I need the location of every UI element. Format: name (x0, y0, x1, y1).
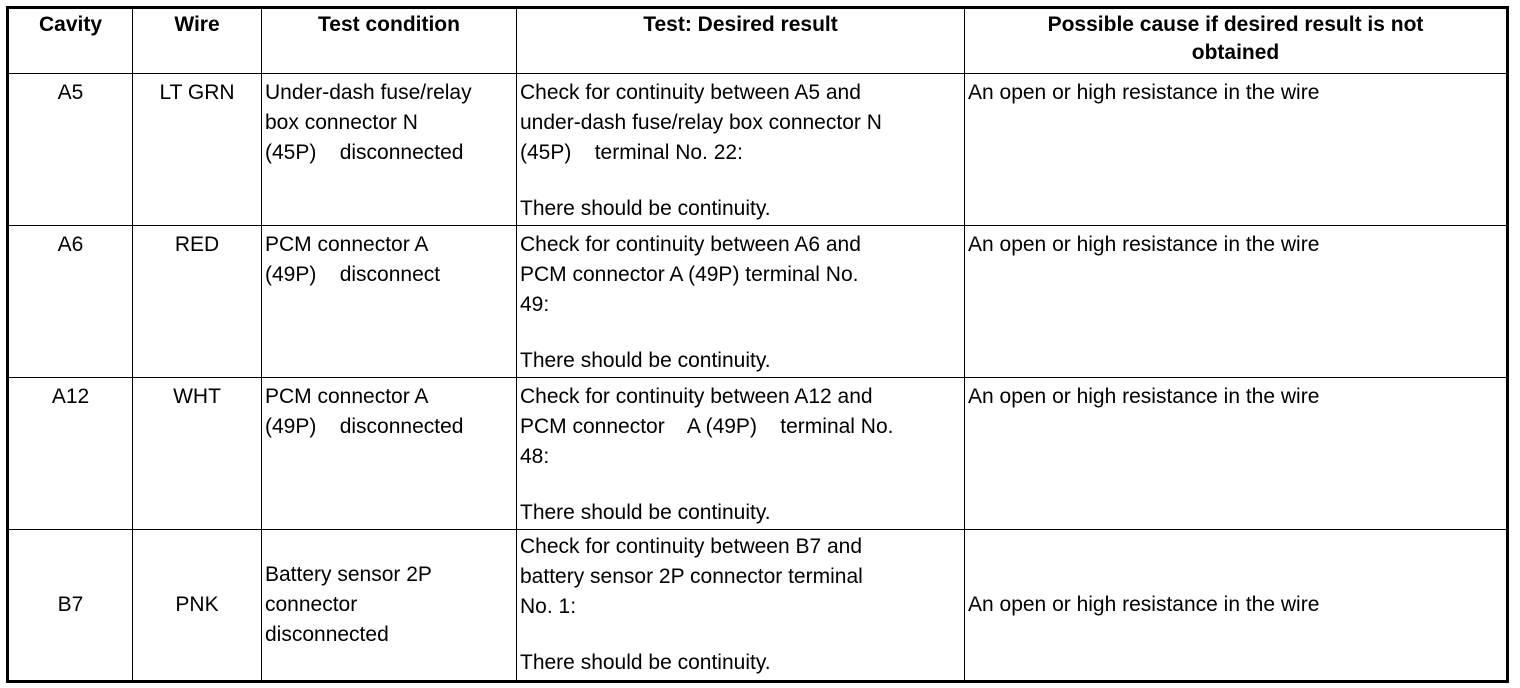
condition-line: PCM connector A (265, 385, 429, 408)
table-row: B7 PNK Battery sensor 2P connector disco… (7, 529, 1508, 682)
condition-line: connector (265, 593, 358, 616)
cavity-cell: A5 (7, 73, 133, 226)
result-cell: Check for continuity between A12 and PCM… (516, 377, 965, 530)
header-cause-line2: obtained (1191, 41, 1280, 64)
condition-line: Under-dash fuse/relay (265, 81, 472, 104)
result-note: There should be continuity. (520, 349, 771, 372)
cavity-cell: A12 (7, 377, 133, 530)
result-line: Check for continuity between A5 and (520, 81, 861, 104)
wire-cell: LT GRN (132, 73, 262, 226)
result-line: under-dash fuse/relay box connector N (520, 111, 882, 134)
result-line: 48: (520, 445, 550, 468)
result-line: No. 1: (520, 595, 577, 618)
condition-cell: Under-dash fuse/relay box connector N (4… (261, 73, 517, 226)
wire-cell: PNK (132, 529, 262, 682)
wire-cell: RED (132, 225, 262, 378)
condition-line: (45P) disconnected (265, 141, 464, 164)
condition-line: PCM connector A (265, 233, 429, 256)
cause-cell: An open or high resistance in the wire (964, 225, 1508, 378)
header-possible-cause: Possible cause if desired result is not … (964, 7, 1508, 74)
result-line: PCM connector A (49P) terminal No. (520, 415, 894, 438)
condition-line: (49P) disconnected (265, 415, 464, 438)
result-line: (45P) terminal No. 22: (520, 141, 743, 164)
condition-cell: PCM connector A (49P) disconnect (261, 225, 517, 378)
result-line: Check for continuity between B7 and (520, 535, 863, 558)
header-test-condition: Test condition (261, 7, 517, 74)
header-desired-result: Test: Desired result (516, 7, 965, 74)
condition-line: (49P) disconnect (265, 263, 441, 286)
cavity-cell: B7 (7, 529, 133, 682)
wire-cell: WHT (132, 377, 262, 530)
condition-cell: Battery sensor 2P connector disconnected (261, 529, 517, 682)
result-cell: Check for continuity between B7 and batt… (516, 529, 965, 682)
result-line: Check for continuity between A6 and (520, 233, 861, 256)
condition-line: disconnected (265, 623, 389, 646)
condition-line: Battery sensor 2P (265, 563, 432, 586)
result-note: There should be continuity. (520, 651, 771, 674)
result-note: There should be continuity. (520, 501, 771, 524)
cause-cell: An open or high resistance in the wire (964, 73, 1508, 226)
result-note: There should be continuity. (520, 197, 771, 220)
table-row: A12 WHT PCM connector A (49P) disconnect… (7, 377, 1508, 530)
header-cavity: Cavity (7, 7, 133, 74)
header-wire: Wire (132, 7, 262, 74)
condition-cell: PCM connector A (49P) disconnected (261, 377, 517, 530)
condition-line: box connector N (265, 111, 418, 134)
table-row: A6 RED PCM connector A (49P) disconnect … (7, 225, 1508, 378)
cavity-cell: A6 (7, 225, 133, 378)
wire-test-table: Cavity Wire Test condition Test: Desired… (6, 6, 1509, 683)
table-row: A5 LT GRN Under-dash fuse/relay box conn… (7, 73, 1508, 226)
cause-cell: An open or high resistance in the wire (964, 529, 1508, 682)
header-row: Cavity Wire Test condition Test: Desired… (7, 7, 1508, 74)
result-line: battery sensor 2P connector terminal (520, 565, 863, 588)
header-cause-line1: Possible cause if desired result is not (1047, 13, 1424, 36)
result-line: 49: (520, 293, 550, 316)
result-line: Check for continuity between A12 and (520, 385, 873, 408)
result-cell: Check for continuity between A5 and unde… (516, 73, 965, 226)
cause-cell: An open or high resistance in the wire (964, 377, 1508, 530)
result-line: PCM connector A (49P) terminal No. (520, 263, 859, 286)
result-cell: Check for continuity between A6 and PCM … (516, 225, 965, 378)
